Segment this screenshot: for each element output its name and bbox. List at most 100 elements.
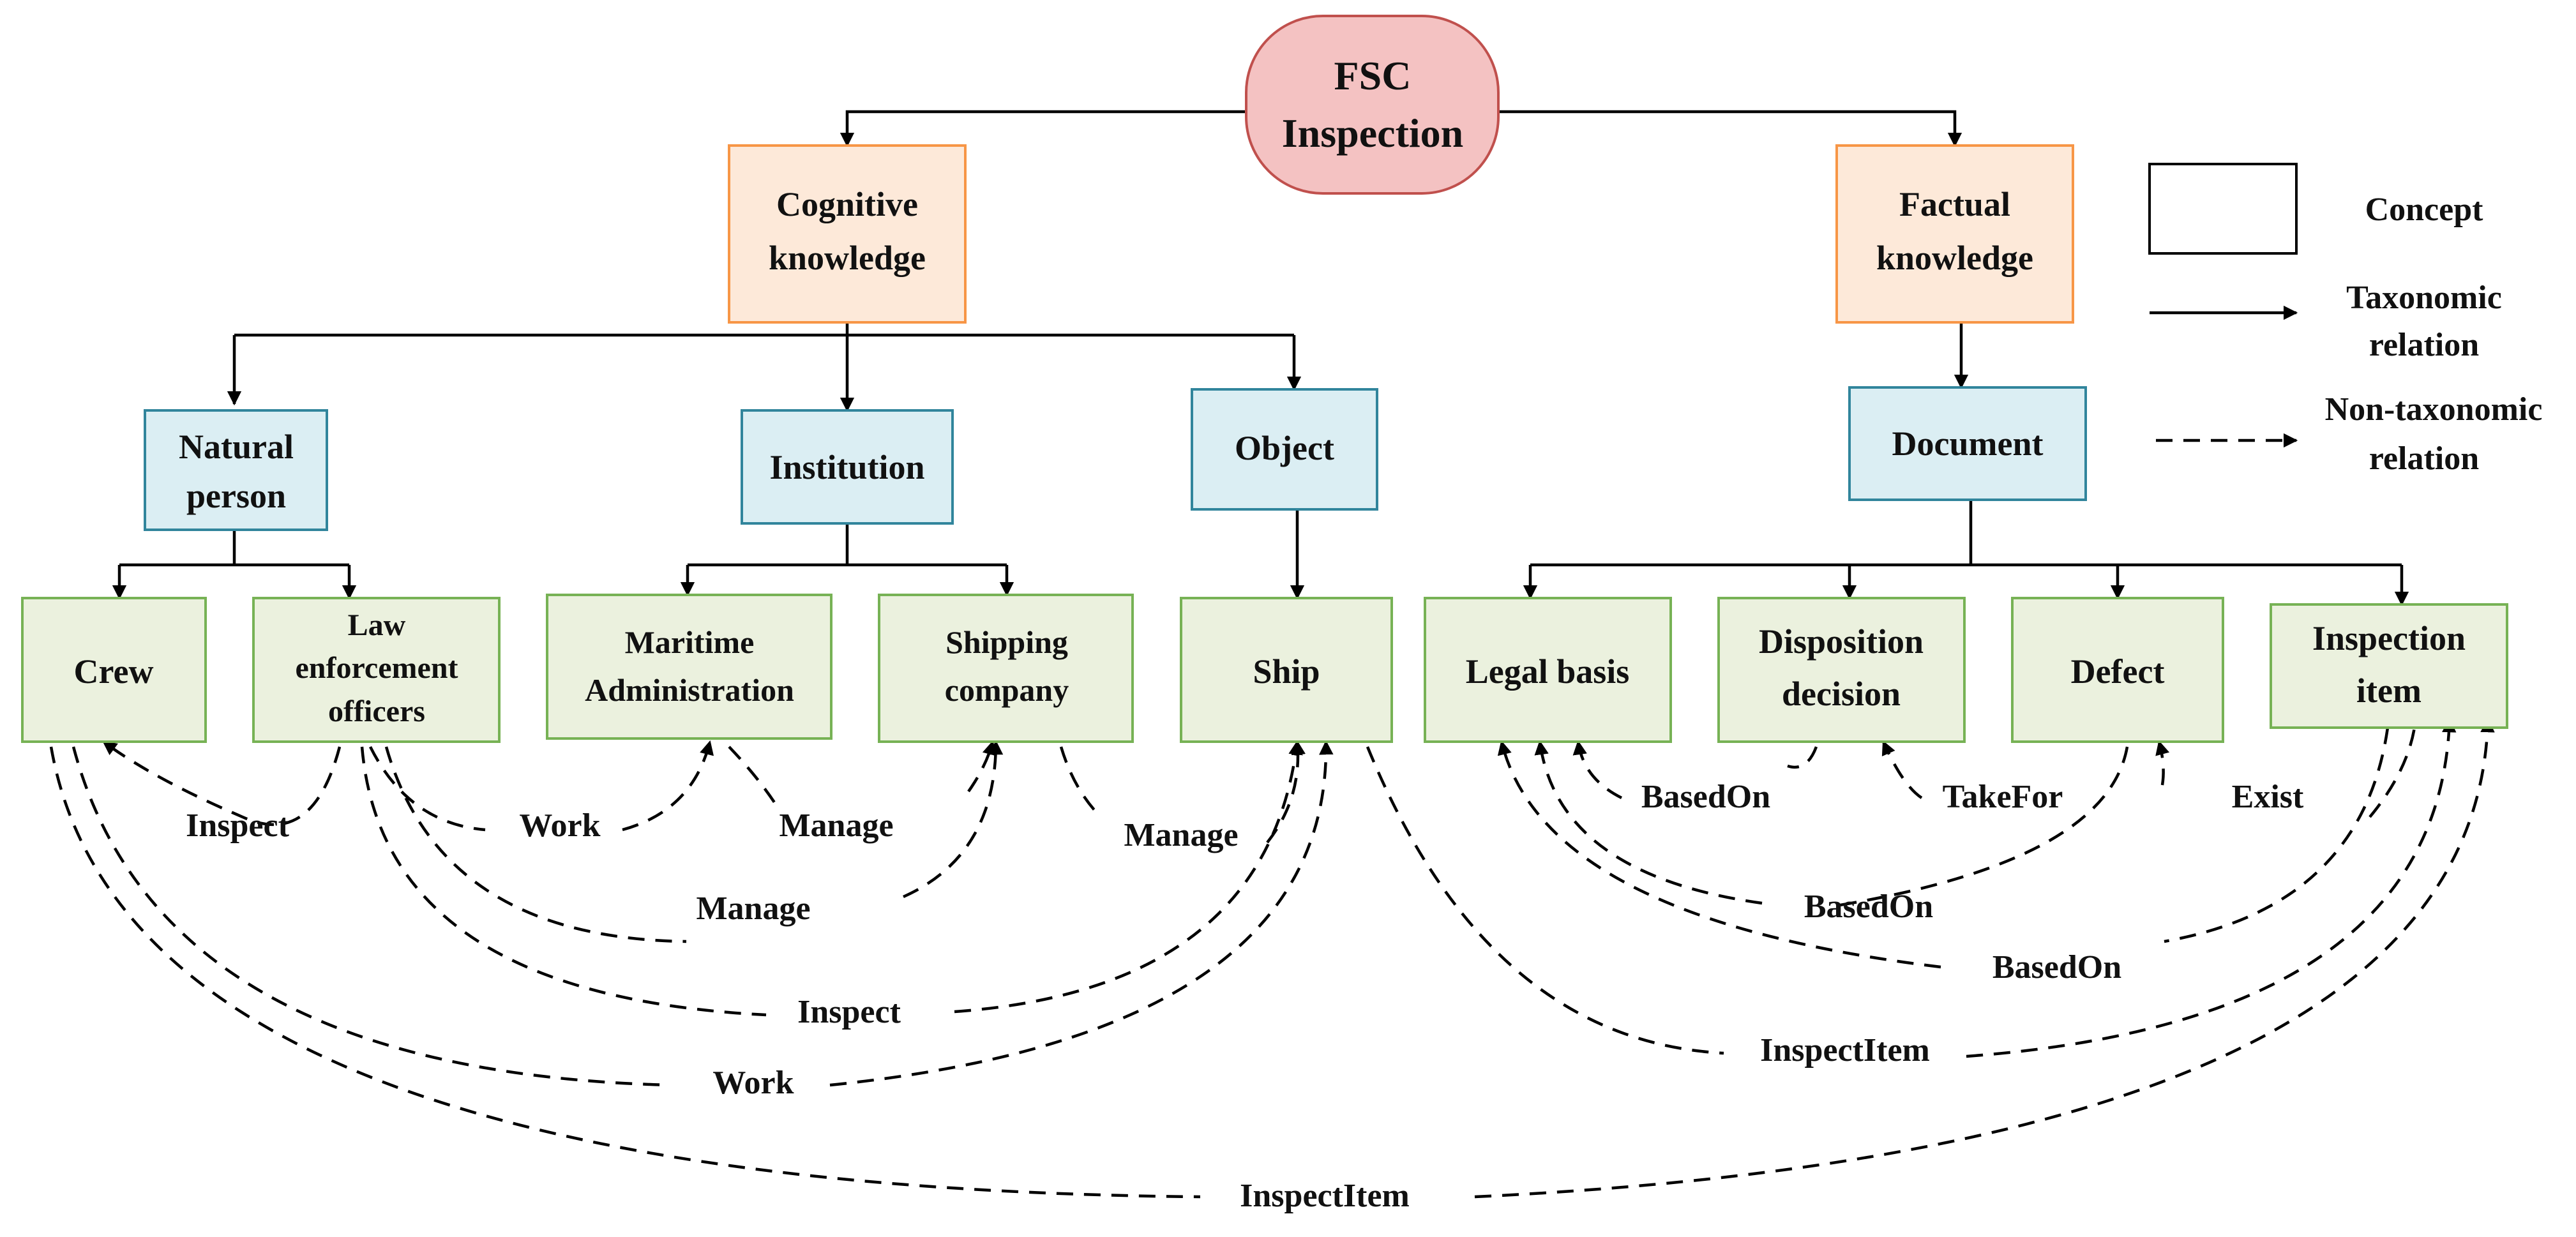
shipping-label-2: company	[945, 672, 1069, 708]
disposition-box	[1717, 597, 1966, 743]
disposition-label-1: Disposition	[1759, 622, 1924, 661]
relation-edge-crew-item	[49, 746, 1201, 1199]
relation-edge-basedon-disposition-2	[1572, 740, 1623, 800]
factual-box	[1835, 144, 2074, 324]
cognitive-label-1: Cognitive	[776, 185, 918, 223]
relation-edge-work-ship-2	[829, 740, 1334, 1087]
relation-edge-takefor	[1881, 740, 1923, 799]
legend-taxonomic-label-1: Taxonomic	[2346, 280, 2502, 316]
relation-edge-manage-company-2	[903, 740, 1004, 899]
node-inspection-item: Inspection item	[2270, 603, 2508, 729]
node-natural-person: Natural person	[144, 409, 328, 531]
node-crew: Crew	[21, 597, 207, 743]
relation-edge-manage-ship-2	[1266, 740, 1306, 844]
relation-edge-basedon-disposition	[1787, 746, 1818, 769]
relation-label-basedon-item: BasedOn	[1992, 949, 2121, 986]
relation-label-manage-admin: Manage	[779, 807, 893, 844]
node-disposition-decision: Disposition decision	[1717, 597, 1966, 743]
relation-label-inspectitem-ship: InspectItem	[1760, 1032, 1930, 1068]
relation-edge-inspect-crew	[102, 740, 342, 827]
node-defect: Defect	[2011, 597, 2224, 743]
natural-person-box	[144, 409, 328, 531]
relation-edge-basedon-defect-2	[1534, 740, 1763, 905]
node-object: Object	[1191, 388, 1378, 511]
relation-edge-basedon-item	[2164, 727, 2390, 943]
institution-label: Institution	[769, 448, 924, 486]
relation-label-inspect-ship: Inspect	[797, 994, 901, 1030]
legend-concept-label: Concept	[2365, 191, 2484, 228]
relation-edge-item-defect	[2369, 727, 2416, 818]
relation-label-basedon-defect: BasedOn	[1804, 888, 1933, 925]
law-officers-label-3: officers	[328, 694, 425, 728]
cognitive-label-2: knowledge	[769, 239, 926, 277]
ship-box	[1180, 597, 1393, 743]
relation-edge-exist	[2155, 740, 2170, 786]
defect-box	[2011, 597, 2224, 743]
object-box	[1191, 388, 1378, 511]
relation-edge-inspect-ship	[360, 746, 767, 1017]
node-institution: Institution	[741, 409, 954, 525]
relation-labels: Inspect Work Manage Manage Manage Inspec…	[186, 779, 2304, 1214]
law-officers-label-2: enforcement	[296, 651, 458, 685]
object-label: Object	[1235, 429, 1334, 467]
relation-edge-crew-item-2	[1474, 717, 2495, 1199]
cognitive-box	[728, 144, 967, 324]
relation-label-manage-ship: Manage	[1124, 817, 1238, 853]
relation-edge-manage-admin	[728, 746, 777, 806]
maritime-label-2: Administration	[585, 672, 794, 708]
inspection-item-label-2: item	[2356, 671, 2422, 710]
relation-edge-inspectitem-ship-2	[1966, 717, 2457, 1058]
relation-label-takefor: TakeFor	[1943, 779, 2063, 815]
legend-taxonomic-label-2: relation	[2369, 327, 2479, 363]
node-root: FSC Inspection	[1245, 15, 1500, 195]
legal-basis-label: Legal basis	[1466, 652, 1630, 691]
relation-edge-inspectitem-ship	[1366, 746, 1724, 1055]
maritime-box	[546, 594, 832, 740]
root-label-2: Inspection	[1282, 110, 1464, 156]
maritime-label-1: Maritime	[625, 624, 755, 660]
root-label-1: FSC	[1334, 53, 1412, 98]
legend: Concept Taxonomic relation Non-taxonomic…	[2148, 163, 2543, 477]
relation-label-exist: Exist	[2232, 779, 2304, 815]
root-box	[1245, 15, 1500, 195]
disposition-label-2: decision	[1782, 675, 1901, 713]
node-document: Document	[1848, 386, 2087, 501]
non-taxonomic-edges	[49, 717, 2495, 1199]
document-label: Document	[1892, 424, 2044, 463]
node-factual-knowledge: Factual knowledge	[1835, 144, 2074, 324]
crew-label: Crew	[74, 652, 154, 691]
legend-concept-swatch	[2148, 163, 2298, 255]
relation-label-basedon-disposition: BasedOn	[1641, 779, 1770, 815]
relation-label-inspectitem-crew: InspectItem	[1240, 1178, 1410, 1214]
relation-edge-manage-ship	[1059, 746, 1096, 812]
shipping-label-1: Shipping	[945, 624, 1068, 660]
relation-edge-work-ship	[72, 746, 671, 1087]
inspection-item-box	[2270, 603, 2508, 729]
factual-label-1: Factual	[1899, 185, 2010, 223]
legal-basis-box	[1424, 597, 1672, 743]
ship-label: Ship	[1253, 652, 1320, 691]
node-cognitive-knowledge: Cognitive knowledge	[728, 144, 967, 324]
relation-label-work-admin: Work	[519, 807, 600, 844]
relation-edge-work-admin-2	[622, 740, 714, 832]
law-officers-box	[252, 597, 501, 743]
document-box	[1848, 386, 2087, 501]
relation-edge-company-ship	[967, 740, 997, 793]
institution-box	[741, 409, 954, 525]
relation-label-manage-company: Manage	[696, 890, 810, 927]
node-maritime-administration: Maritime Administration	[546, 594, 832, 740]
natural-person-label-1: Natural	[179, 428, 294, 466]
node-legal-basis: Legal basis	[1424, 597, 1672, 743]
node-shipping-company: Shipping company	[878, 594, 1134, 743]
natural-person-label-2: person	[186, 477, 286, 515]
relation-edge-basedon-defect	[1832, 746, 2129, 908]
crew-box	[21, 597, 207, 743]
node-law-enforcement-officers: Law enforcement officers	[252, 597, 501, 743]
relation-edge-inspect-ship-2	[954, 740, 1303, 1014]
shipping-box	[878, 594, 1134, 743]
relation-edge-manage-company	[384, 746, 687, 943]
node-ship: Ship	[1180, 597, 1393, 743]
legend-non-taxonomic-label-1: Non-taxonomic	[2325, 391, 2543, 428]
